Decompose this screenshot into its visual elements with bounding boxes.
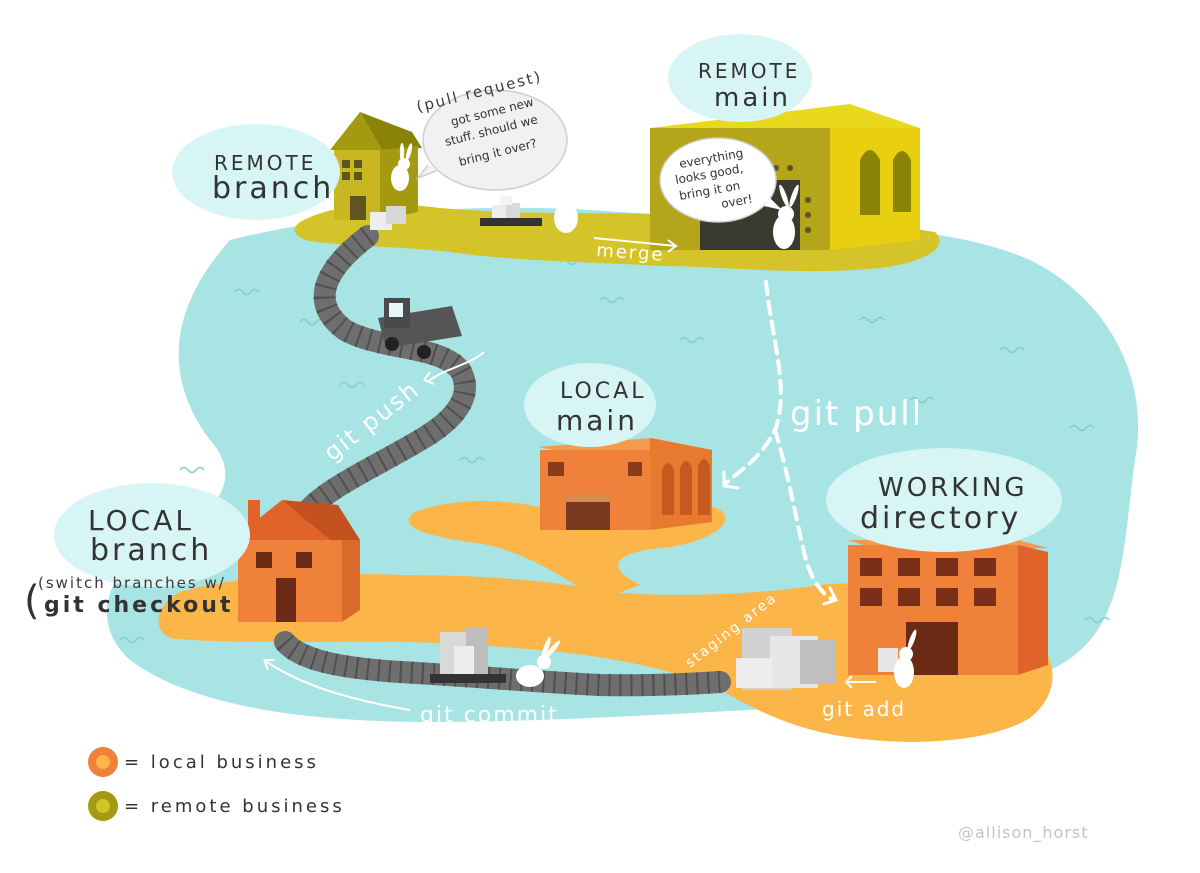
remote-branch-building: [330, 112, 422, 230]
working-directory-label-line2: directory: [860, 501, 1021, 536]
local-branch-label-cloud: [54, 483, 250, 587]
local-branch-label-line2: branch: [90, 533, 212, 568]
switch-branches-line2: git checkout: [44, 593, 233, 618]
remote-main-bubble-line4: over!: [720, 192, 754, 211]
legend-local-text: = local business: [124, 752, 319, 773]
commit-cart: [430, 628, 506, 683]
working-directory-building: [848, 540, 1048, 675]
bunny-git-add: [878, 629, 917, 688]
switch-branches-open-paren: (: [24, 578, 40, 624]
git-push-arrow: [423, 351, 485, 385]
remote-branch-label-line1: REMOTE: [214, 151, 316, 175]
working-directory-label-cloud: [826, 448, 1062, 552]
legend-remote-text: = remote business: [124, 796, 345, 817]
remote-main-label-cloud: [668, 34, 812, 122]
local-main-label-line2: main: [556, 404, 638, 437]
remote-main-label-line1: REMOTE: [698, 59, 800, 83]
local-main-label-cloud: [524, 363, 656, 447]
git-pull-arrow: [723, 280, 836, 602]
git-add-label: git add: [822, 697, 906, 721]
local-main-building: [538, 438, 712, 530]
merge-cart: [480, 196, 542, 226]
remote-main-label-line2: main: [714, 83, 791, 113]
local-branch-building: [232, 500, 360, 622]
staging-area-boxes: [736, 628, 836, 690]
merge-label: merge: [596, 240, 666, 266]
bunny-commit: [516, 636, 560, 687]
git-commit-label: git commit: [420, 703, 559, 728]
remote-main-bubble: [659, 137, 777, 223]
local-land: [158, 573, 1053, 742]
working-directory-label-line1: WORKING: [878, 473, 1028, 503]
delivery-truck: [378, 298, 462, 359]
pull-request-bubble: [422, 89, 568, 191]
git-add-arrow: [844, 675, 876, 689]
bunny-remote-branch: [391, 143, 413, 191]
remote-branch-label-cloud: [172, 124, 340, 220]
merge-arrow: [593, 237, 678, 253]
bunny-merge: [554, 176, 584, 233]
legend: = local business = remote business: [88, 747, 345, 821]
git-commit-arrow: [263, 659, 411, 711]
git-pull-label: git pull: [790, 394, 923, 434]
local-branch-label-line1: LOCAL: [88, 504, 194, 537]
local-main-label-line1: LOCAL: [560, 379, 646, 404]
remote-branch-label-line2: branch: [212, 171, 334, 206]
switch-branches-line1: (switch branches w/: [38, 574, 226, 592]
artist-credit: @allison_horst: [958, 823, 1089, 843]
